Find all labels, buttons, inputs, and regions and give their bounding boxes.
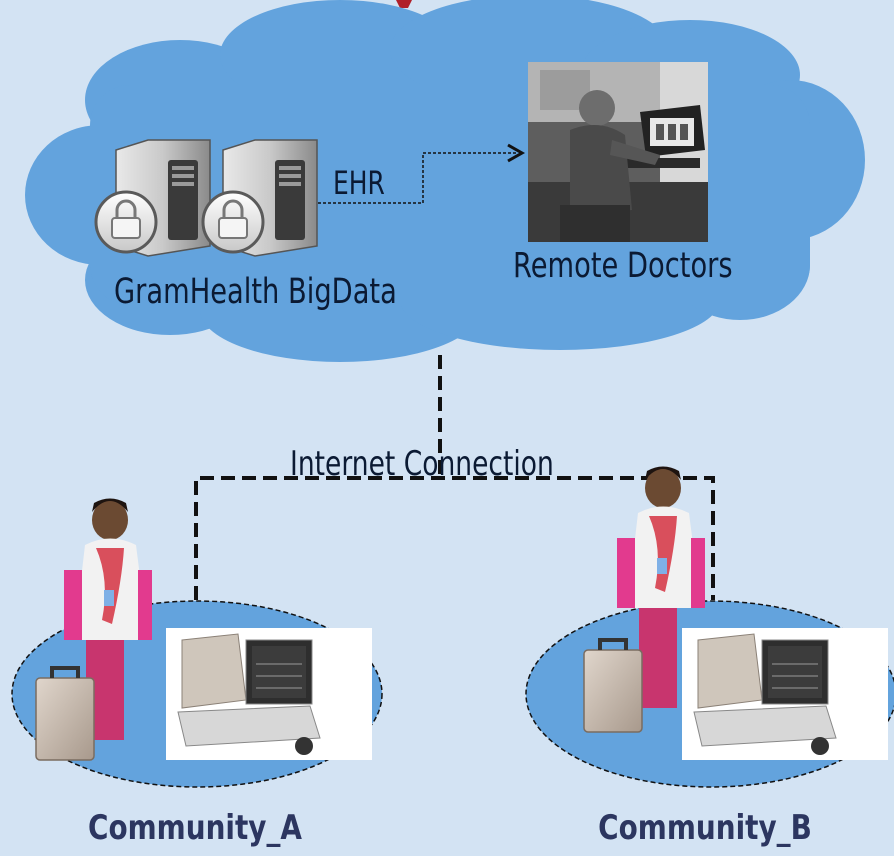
server-lock-icon: [94, 139, 318, 257]
medical-kit-photo: [682, 628, 888, 760]
ehr-connector: [318, 152, 518, 204]
health-worker-figure: [64, 498, 152, 740]
community-b-label: Community_B: [598, 808, 812, 848]
connection-label: Internet Connection: [290, 444, 554, 484]
community-a-label: Community_A: [88, 808, 302, 848]
health-worker-figure: [617, 466, 705, 708]
briefcase: [583, 638, 643, 733]
server-label: GramHealth BigData: [114, 272, 397, 312]
doctor-at-laptop-photo: [528, 62, 708, 242]
medical-kit-photo: [166, 628, 372, 760]
internet-connection-lines: [194, 355, 715, 600]
doctors-label: Remote Doctors: [513, 246, 733, 286]
briefcase: [35, 666, 95, 761]
title-fragment: [396, 0, 412, 8]
ehr-arrowhead: [507, 143, 526, 163]
ehr-label: EHR: [333, 164, 385, 202]
